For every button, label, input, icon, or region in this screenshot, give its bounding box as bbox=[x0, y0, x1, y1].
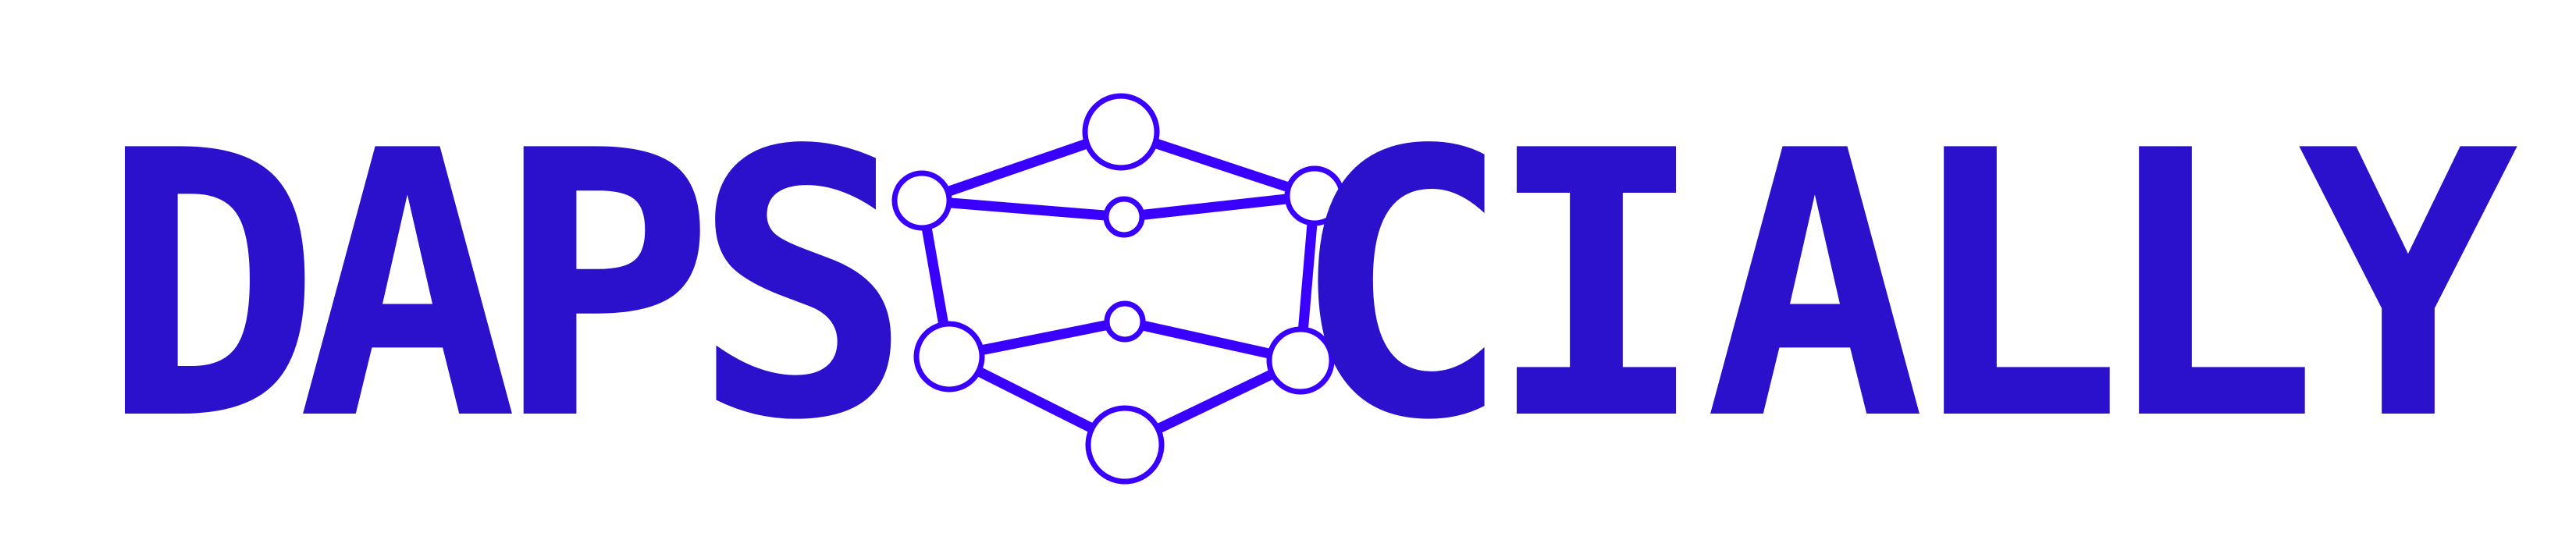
logo-letter-l-4: L bbox=[1904, 73, 2125, 500]
network-node bbox=[1104, 300, 1146, 343]
network-graph-icon bbox=[891, 93, 1345, 485]
network-node bbox=[913, 321, 985, 393]
logo-letter-i-2: I bbox=[1486, 73, 1707, 500]
logo-letter-l-5: L bbox=[2099, 73, 2320, 500]
network-node bbox=[1284, 165, 1345, 226]
logo-letter-a-2: A bbox=[297, 73, 518, 500]
network-edge bbox=[1119, 190, 1320, 222]
network-node bbox=[891, 170, 952, 231]
logo-letter-y-6: Y bbox=[2298, 73, 2521, 500]
network-node bbox=[1103, 196, 1145, 238]
network-edge bbox=[916, 195, 1130, 222]
logo-letter-a-3: A bbox=[1705, 73, 1926, 500]
network-node bbox=[1085, 405, 1165, 485]
logo-letter-d-1: D bbox=[101, 73, 322, 500]
logo-letter-s-4: S bbox=[692, 73, 913, 500]
logo-letter-p-3: P bbox=[495, 73, 716, 500]
network-node bbox=[1082, 93, 1160, 171]
logo-letter-c-1: C bbox=[1291, 73, 1512, 500]
network-node bbox=[1266, 326, 1335, 395]
